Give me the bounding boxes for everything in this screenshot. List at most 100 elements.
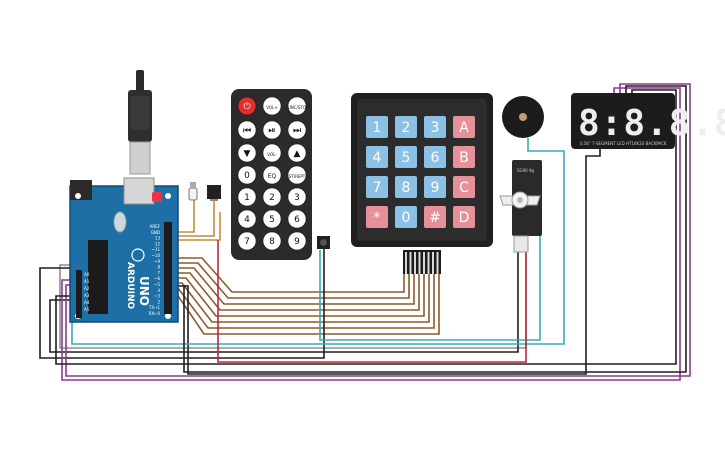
keypad-key-B[interactable]: B — [453, 146, 475, 168]
ir-remote[interactable]: ⏻ VOL+ FUNC/STOP ⏮ ⏯⏭ ▼ VOL-▲ 0 EQ ST/REPT 1 2 3 4 5 6 7… — [231, 89, 312, 260]
arduino-brand: ARDUINO — [125, 262, 135, 310]
keypad-key-6[interactable]: 6 — [424, 146, 446, 168]
remote-button[interactable]: 3 — [287, 187, 307, 207]
keypad-key-label: # — [429, 210, 441, 226]
wire — [176, 274, 425, 317]
piezo-buzzer[interactable] — [502, 96, 544, 138]
keypad-key-3[interactable]: 3 — [424, 116, 446, 138]
keypad-key-0[interactable]: 0 — [395, 206, 417, 228]
keypad-key-label: 6 — [431, 150, 440, 166]
keypad-key-5[interactable]: 5 — [395, 146, 417, 168]
arduino-pin-label: ~5 — [154, 282, 160, 287]
arduino-pin-label: GND — [151, 230, 160, 235]
wire — [176, 272, 420, 311]
remote-button[interactable]: 8 — [262, 231, 282, 251]
remote-button[interactable]: ▲ — [287, 143, 307, 163]
remote-button-label: 7 — [244, 237, 250, 247]
arduino-pin-label: RX←0 — [149, 311, 161, 316]
remote-button[interactable]: ST/REPT — [287, 165, 307, 185]
arduino-pin-label: ~6 — [154, 276, 160, 281]
wire — [176, 257, 405, 293]
remote-button-label: 9 — [294, 237, 300, 247]
remote-button-label: FUNC/STOP — [286, 105, 309, 110]
keypad-key-label: 7 — [373, 180, 382, 196]
servo-motor[interactable]: SG90 9g — [499, 160, 542, 253]
arduino-pin-label: 13 — [155, 236, 161, 241]
remote-button-label: 0 — [244, 171, 250, 181]
keypad-key-D[interactable]: D — [453, 206, 475, 228]
seven-segment-display[interactable]: 8:8.8.8. 0.56" 7-SEGMENT LED HT16K33 BAC… — [571, 93, 725, 149]
arduino-analog-label: A3 — [84, 293, 90, 298]
remote-button[interactable]: 0 — [237, 165, 257, 185]
wire — [175, 274, 440, 335]
wire — [39, 249, 325, 359]
keypad-key-label: B — [459, 150, 469, 166]
remote-button[interactable]: 9 — [287, 231, 307, 251]
keypad-key-8[interactable]: 8 — [395, 176, 417, 198]
servo-label: SG90 9g — [517, 168, 535, 173]
arduino-pin-label: 7 — [157, 270, 160, 275]
keypad-key-label: 3 — [431, 120, 440, 136]
remote-button-label: 2 — [269, 193, 275, 203]
wire — [176, 149, 601, 375]
remote-button[interactable]: ⏮ — [237, 120, 257, 140]
remote-button-label: 1 — [244, 193, 250, 203]
remote-button[interactable]: FUNC/STOP — [286, 96, 309, 116]
remote-button-label: ST/REPT — [289, 174, 306, 179]
keypad-key-label: 8 — [402, 180, 411, 196]
ir-led[interactable] — [188, 182, 198, 201]
arduino-pin-label: 12 — [155, 241, 161, 246]
remote-button[interactable]: 1 — [237, 187, 257, 207]
remote-button-label: VOL+ — [266, 105, 277, 110]
keypad-key-C[interactable]: C — [453, 176, 475, 198]
remote-button[interactable]: ⏻ — [237, 96, 257, 116]
remote-button-label: ▼ — [244, 149, 251, 159]
ir-receiver[interactable] — [317, 236, 330, 249]
wire — [176, 200, 195, 233]
keypad-key-2[interactable]: 2 — [395, 116, 417, 138]
remote-button-label: 8 — [269, 237, 275, 247]
wire — [176, 212, 221, 241]
remote-button[interactable]: EQ — [262, 165, 282, 185]
remote-button-label: EQ — [268, 173, 277, 180]
keypad-key-label: 5 — [402, 150, 411, 166]
remote-button[interactable]: 7 — [237, 231, 257, 251]
remote-button[interactable]: ▼ — [237, 143, 257, 163]
remote-button-label: 6 — [294, 215, 300, 225]
remote-button[interactable]: VOL+ — [262, 96, 282, 116]
remote-button-label: ⏻ — [243, 101, 250, 112]
keypad-key-A[interactable]: A — [453, 116, 475, 138]
wire — [55, 89, 677, 365]
usb-cable — [128, 70, 152, 175]
remote-button[interactable]: VOL- — [262, 143, 282, 163]
keypad-key-7[interactable]: 7 — [366, 176, 388, 198]
arduino-board[interactable]: ARDUINO UNO AREFGND1312~11~10~987~6~54~3… — [69, 177, 179, 323]
keypad-key-4[interactable]: 4 — [366, 146, 388, 168]
keypad-key-9[interactable]: 9 — [424, 176, 446, 198]
ir-receiver-module[interactable] — [207, 185, 221, 201]
remote-button-label: ⏮ — [243, 126, 251, 136]
keypad-key-#[interactable]: # — [424, 206, 446, 228]
arduino-pin-label: TX→1 — [148, 305, 161, 310]
arduino-pin-label: 8 — [157, 265, 160, 270]
keypad-key-label: A — [459, 120, 469, 136]
arduino-analog-label: A0 — [84, 272, 90, 277]
remote-button[interactable]: 4 — [237, 209, 257, 229]
keypad-key-label: * — [374, 210, 381, 226]
remote-button-label: 3 — [294, 193, 300, 203]
remote-button-label: 4 — [244, 215, 250, 225]
keypad-key-1[interactable]: 1 — [366, 116, 388, 138]
remote-button[interactable]: ⏭ — [287, 120, 307, 140]
remote-button[interactable]: 5 — [262, 209, 282, 229]
keypad-key-label: 1 — [373, 120, 382, 136]
keypad-key-*[interactable]: * — [366, 206, 388, 228]
remote-button[interactable]: 2 — [262, 187, 282, 207]
wire — [176, 267, 415, 305]
wire — [61, 87, 681, 381]
remote-button[interactable]: 6 — [287, 209, 307, 229]
display-caption: 0.56" 7-SEGMENT LED HT16K33 BACKPACK — [580, 141, 667, 146]
wire — [176, 200, 215, 237]
remote-button[interactable]: ⏯ — [262, 120, 282, 140]
